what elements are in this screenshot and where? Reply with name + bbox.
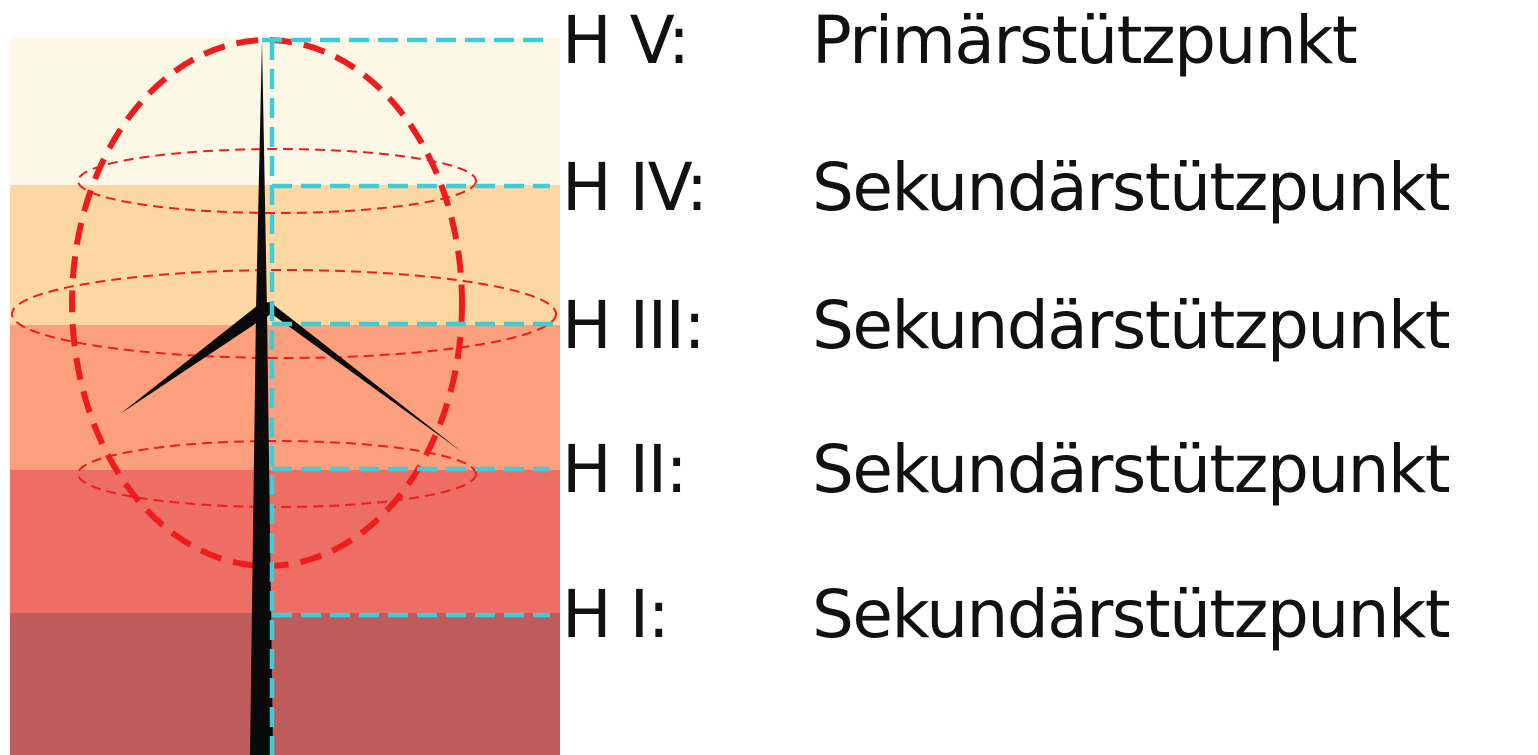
band-h4 [10, 185, 560, 325]
level-code: H III: [562, 287, 706, 364]
level-code: H IV: [562, 149, 708, 226]
band-h5 [10, 38, 560, 185]
height-bands [10, 38, 560, 755]
level-name: Sekundärstützpunkt [812, 287, 1451, 364]
level-name: Primärstützpunkt [812, 2, 1358, 79]
level-code: H I: [562, 576, 670, 653]
level-name: Sekundärstützpunkt [812, 431, 1451, 508]
dome-ring-upper [77, 148, 477, 214]
level-name: Sekundärstützpunkt [812, 149, 1451, 226]
band-h3 [10, 325, 560, 470]
dome-ring-middle [11, 269, 557, 359]
band-h2 [10, 470, 560, 613]
level-name: Sekundärstützpunkt [812, 576, 1451, 653]
turbine-blade-left [120, 302, 264, 414]
band-h1 [10, 613, 560, 755]
dome-ring-lower [77, 440, 477, 508]
turbine-tower [250, 40, 273, 755]
level-guides [262, 37, 556, 755]
level-code: H II: [562, 431, 688, 508]
turbine-hub [255, 302, 271, 318]
wind-turbine-icon [120, 40, 462, 755]
turbine-blade-right [258, 302, 462, 452]
level-code: H V: [562, 2, 690, 79]
